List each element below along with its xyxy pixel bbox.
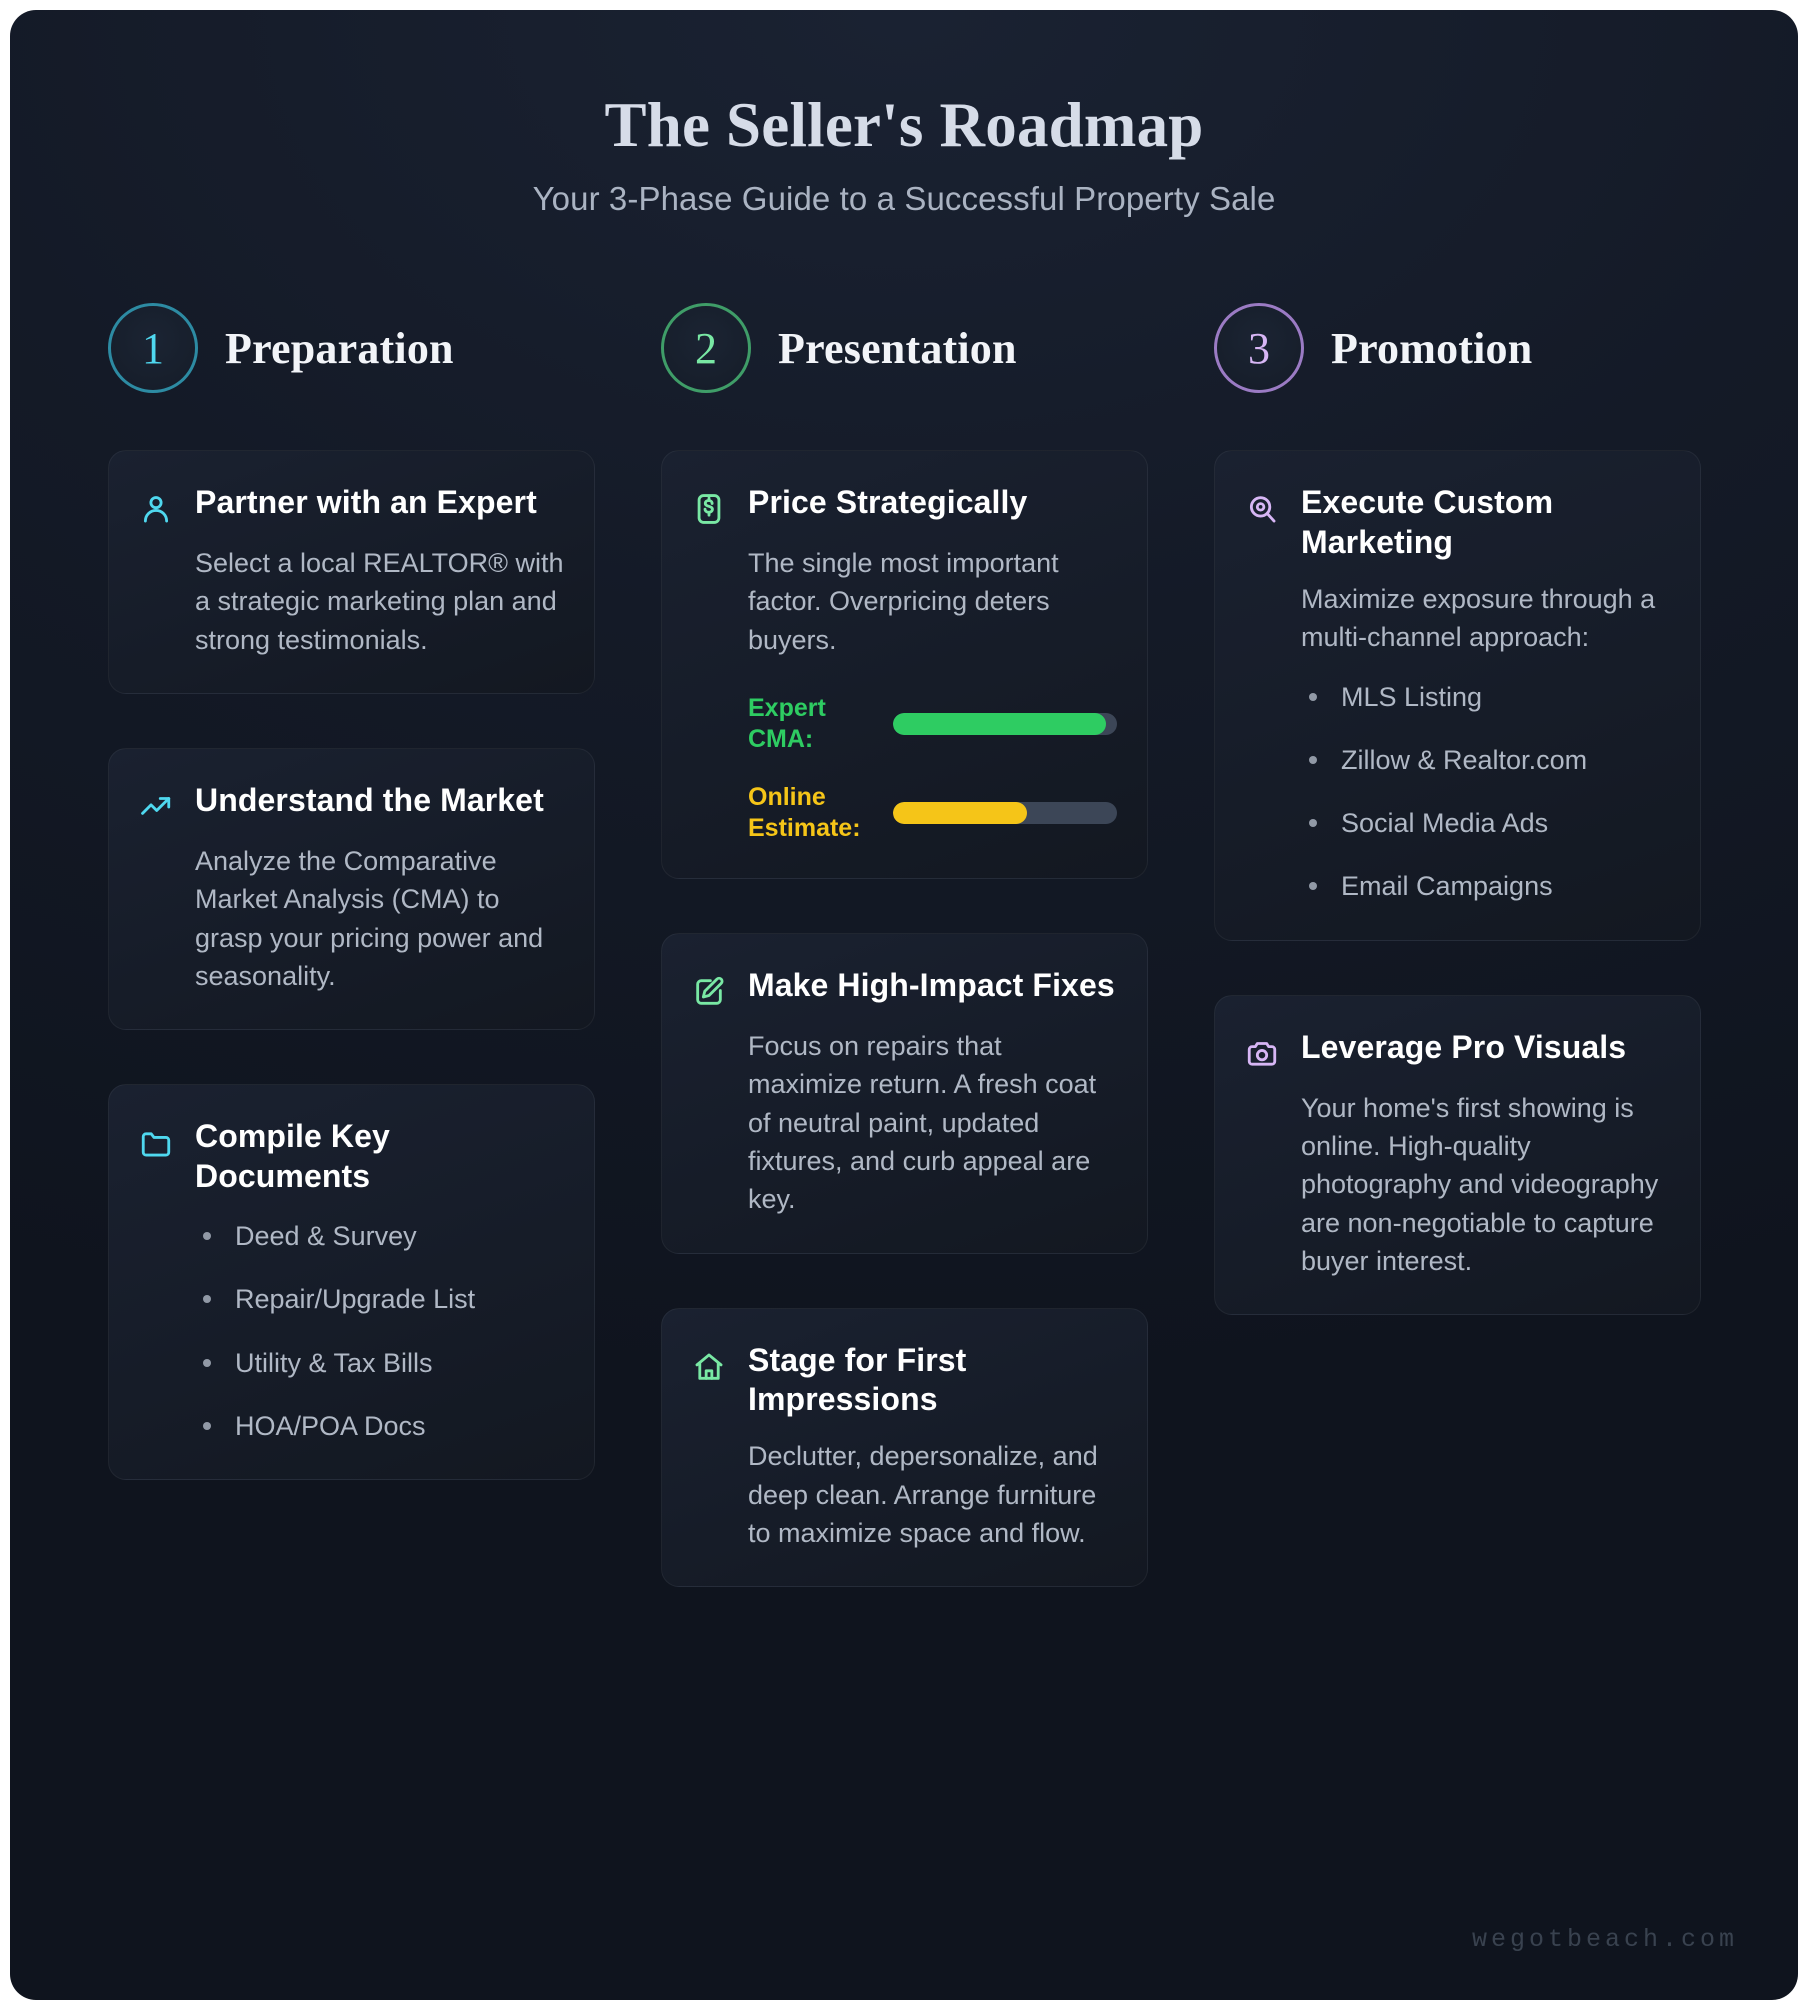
card-body-text: Focus on repairs that maximize return. A… [748,1031,1097,1215]
card-header: Price Strategically [692,483,1117,526]
page-title: The Seller's Roadmap [604,90,1204,160]
list-item: Social Media Ads [1301,805,1670,842]
bullet-dot-icon [1309,692,1317,701]
list-item: Zillow & Realtor.com [1301,742,1670,779]
bullet-dot-icon [203,1421,211,1430]
card-title: Leverage Pro Visuals [1301,1028,1627,1065]
bullet-dot-icon [1309,755,1317,764]
bullet-dot-icon [203,1295,211,1304]
bullet-dot-icon [203,1358,211,1367]
bar-fill [893,801,1028,824]
bar-label: Expert CMA: [748,694,826,754]
search-icon [1245,492,1279,526]
card-body-text: Select a local REALTOR® with a strategic… [195,548,564,655]
page-subtitle: Your 3-Phase Guide to a Successful Prope… [532,180,1276,218]
list-item: MLS Listing [1301,679,1670,716]
card-body-text: Your home's first showing is online. Hig… [1301,1092,1659,1276]
card-header: Compile Key Documents [139,1117,564,1196]
list-item-label: MLS Listing [1341,681,1483,712]
phase-number-badge: 1 [108,303,198,394]
card-body-text: Declutter, depersonalize, and deep clean… [748,1441,1098,1549]
list-item-label: Social Media Ads [1341,808,1549,839]
phase-number-badge: 2 [661,303,751,394]
header: The Seller's Roadmap Your 3-Phase Guide … [10,10,1798,218]
phase-title: Presentation [778,323,1017,373]
camera-icon [1245,1037,1279,1071]
bar-track [893,801,1117,824]
bar-fill [893,713,1106,736]
list-item: Utility & Tax Bills [195,1345,564,1382]
card-title: Execute Custom Marketing [1301,484,1554,560]
folder-icon [139,1126,173,1160]
bar-row: Online Estimate: [748,782,1117,845]
list-item: Email Campaigns [1301,868,1670,905]
trending-up-icon [139,790,173,824]
card-title: Make High-Impact Fixes [748,967,1115,1004]
card-title: Stage for First Impressions [748,1341,967,1418]
list-item-label: Repair/Upgrade List [235,1284,476,1315]
phase-header-3: 3 Promotion [1214,300,1701,396]
card-body-text: The single most important factor. Overpr… [748,548,1059,655]
phase-header-1: 1 Preparation [108,300,595,396]
card-header: Partner with an Expert [139,483,564,526]
phase-number-badge: 3 [1214,303,1304,394]
phase-title: Preparation [225,323,454,373]
card-title: Price Strategically [748,484,1028,521]
card-body-text: Maximize exposure through a multi-channe… [1301,583,1656,653]
infographic-board: The Seller's Roadmap Your 3-Phase Guide … [10,10,1798,2000]
list-item-label: HOA/POA Docs [235,1410,426,1441]
bar-track [893,713,1117,736]
list-item: Deed & Survey [195,1218,564,1255]
phase-header-2: 2 Presentation [661,300,1148,396]
phase-title: Promotion [1331,323,1533,373]
list-item-label: Email Campaigns [1341,871,1553,902]
banknote-icon [692,492,726,526]
card-title: Compile Key Documents [195,1118,390,1194]
list-item: Repair/Upgrade List [195,1281,564,1318]
pricing-accuracy-bars: Expert CMA: Online Estimate: [748,693,1117,844]
list-item-label: Deed & Survey [235,1221,417,1252]
card-header: Understand the Market [139,781,564,824]
list-item-label: Utility & Tax Bills [235,1347,433,1378]
bar-row: Expert CMA: [748,693,1117,756]
bullet-dot-icon [1309,882,1317,891]
bullet-dot-icon [1309,819,1317,828]
card-header: Execute Custom Marketing [1245,483,1670,562]
home-icon [692,1350,726,1384]
bullet-dot-icon [203,1232,211,1241]
card-title: Understand the Market [195,782,544,819]
card-body-text: Analyze the Comparative Market Analysis … [195,846,544,992]
card-title: Partner with an Expert [195,484,537,521]
user-icon [139,492,173,526]
card-header: Make High-Impact Fixes [692,966,1117,1009]
card-header: Leverage Pro Visuals [1245,1028,1670,1071]
bar-label: Online Estimate: [748,782,861,842]
card-header: Stage for First Impressions [692,1341,1117,1420]
site-watermark: wegotbeach.com [1471,1925,1738,1954]
edit-square-icon [692,975,726,1009]
list-item-label: Zillow & Realtor.com [1341,744,1588,775]
list-item: HOA/POA Docs [195,1408,564,1445]
